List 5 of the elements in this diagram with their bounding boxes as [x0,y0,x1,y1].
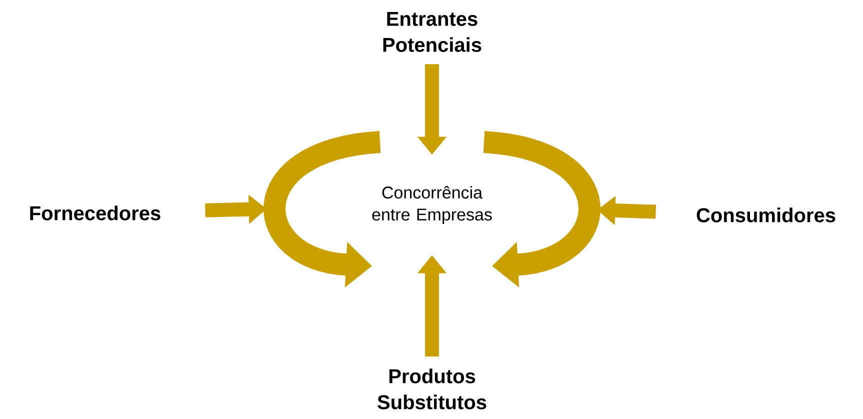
force-label: Consumidores [696,208,836,222]
force-label: Produtos Substitutos [378,368,486,410]
center-label: Concorrência entre Empresas [372,186,492,224]
force-label: Fornecedores [30,206,160,220]
force-label: Entrantes Potenciais [383,12,482,52]
